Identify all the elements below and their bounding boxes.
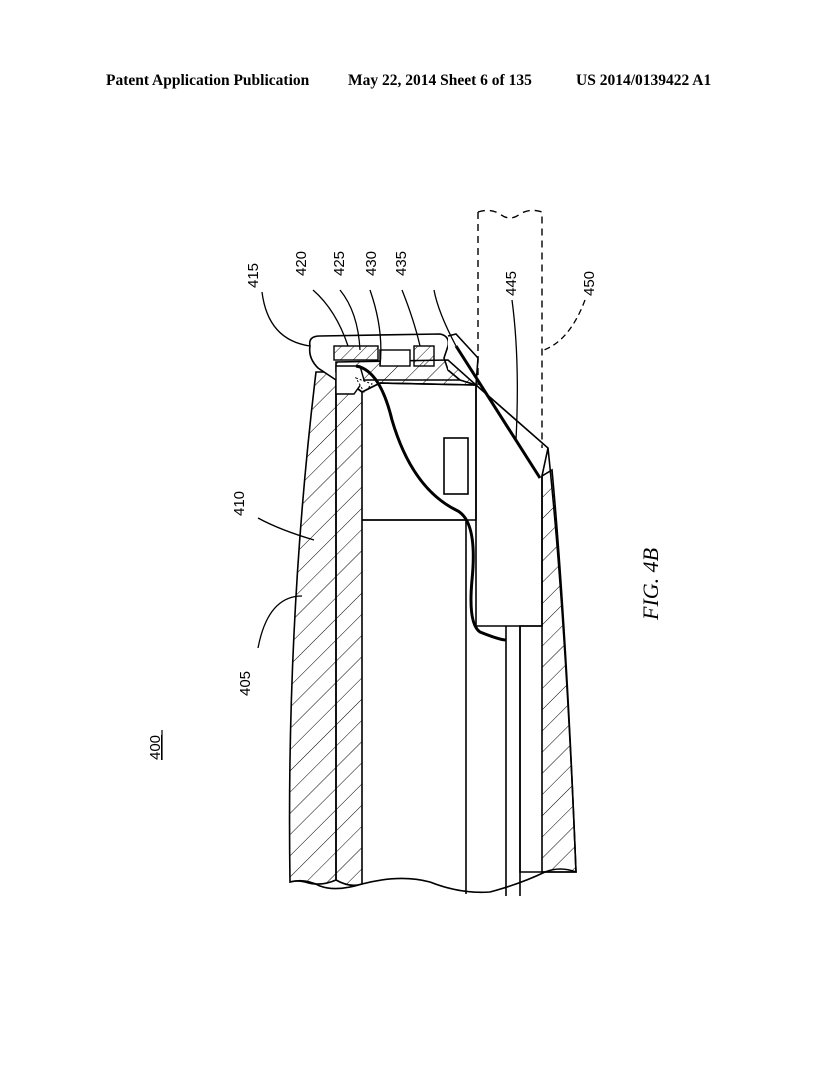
ref-405: 405 [237, 671, 254, 696]
ref-450: 450 [581, 271, 598, 296]
ref-425: 425 [331, 251, 348, 276]
date-sheet: May 22, 2014 Sheet 6 of 135 [348, 72, 532, 89]
break-line [289, 868, 577, 894]
page-header: Patent Application Publication May 22, 2… [0, 72, 838, 96]
ref-435: 435 [393, 251, 410, 276]
component-420 [333, 345, 379, 361]
publication-title: Patent Application Publication [106, 72, 310, 89]
dotted-insert [354, 377, 373, 393]
ref-400: 400 [147, 735, 164, 760]
component-435 [413, 345, 435, 367]
dashed-450 [477, 209, 543, 448]
inner-liner-410 [335, 370, 363, 887]
window-rect [443, 437, 469, 495]
component-425 [379, 349, 411, 367]
ref-430: 430 [363, 251, 380, 276]
outer-wall-405 [288, 371, 337, 885]
ref-410: 410 [231, 491, 248, 516]
right-wall-hatch [541, 468, 577, 873]
wire-upper [454, 345, 542, 479]
ref-445: 445 [503, 271, 520, 296]
patent-number: US 2014/0139422 A1 [576, 72, 712, 89]
ref-415: 415 [245, 263, 262, 288]
figure-label: FIG. 4B [638, 548, 663, 621]
wire-445 [355, 364, 507, 642]
ref-420: 420 [293, 251, 310, 276]
